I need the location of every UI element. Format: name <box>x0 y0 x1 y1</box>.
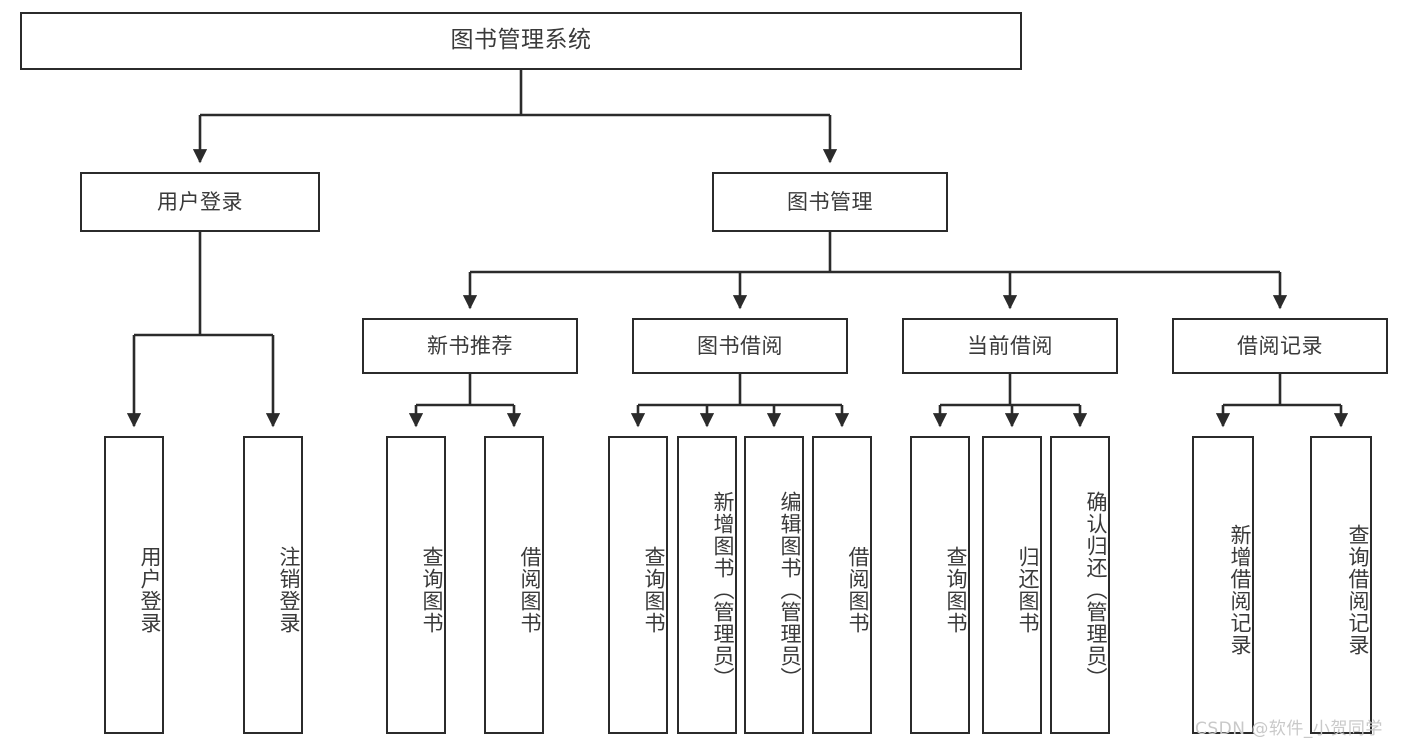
leaf-confirm-return-admin[interactable]: 确认归还（管理员） <box>1050 436 1110 734</box>
leaf-query-book-recommend[interactable]: 查询图书 <box>386 436 446 734</box>
node-root-title[interactable]: 图书管理系统 <box>20 12 1022 70</box>
leaf-return-book[interactable]: 归还图书 <box>982 436 1042 734</box>
node-level3-new-book-recommend[interactable]: 新书推荐 <box>362 318 578 374</box>
leaf-add-book-admin[interactable]: 新增图书（管理员） <box>677 436 737 734</box>
leaf-add-borrow-record[interactable]: 新增借阅记录 <box>1192 436 1254 734</box>
node-level3-borrow-record[interactable]: 借阅记录 <box>1172 318 1388 374</box>
leaf-logout[interactable]: 注销登录 <box>243 436 303 734</box>
node-level3-current-borrow[interactable]: 当前借阅 <box>902 318 1118 374</box>
node-level3-book-borrow[interactable]: 图书借阅 <box>632 318 848 374</box>
leaf-borrow-book[interactable]: 借阅图书 <box>812 436 872 734</box>
leaf-user-login[interactable]: 用户登录 <box>104 436 164 734</box>
node-level2-book-management[interactable]: 图书管理 <box>712 172 948 232</box>
node-level2-user-login[interactable]: 用户登录 <box>80 172 320 232</box>
leaf-query-book-borrow[interactable]: 查询图书 <box>608 436 668 734</box>
leaf-query-book-current[interactable]: 查询图书 <box>910 436 970 734</box>
leaf-query-borrow-record[interactable]: 查询借阅记录 <box>1310 436 1372 734</box>
leaf-edit-book-admin[interactable]: 编辑图书（管理员） <box>744 436 804 734</box>
csdn-watermark: CSDN @软件_小贺同学 <box>1195 719 1383 739</box>
leaf-borrow-book-recommend[interactable]: 借阅图书 <box>484 436 544 734</box>
